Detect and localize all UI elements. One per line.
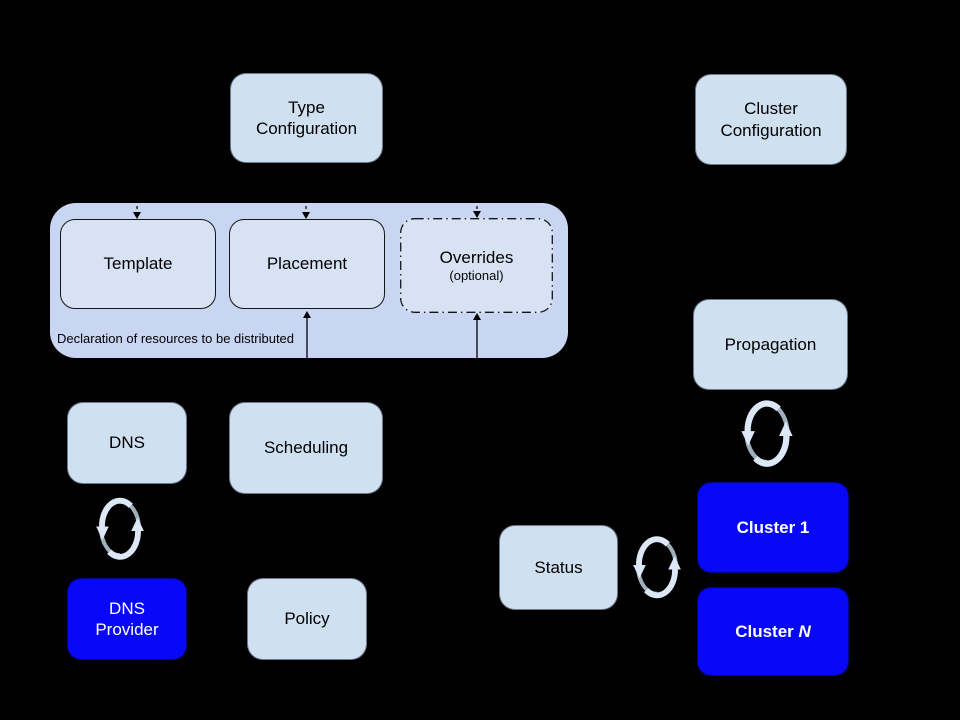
cluster-n-prefix: Cluster bbox=[735, 621, 794, 641]
node-dns: DNS bbox=[67, 402, 187, 484]
node-label: Type Configuration bbox=[255, 97, 358, 138]
node-label: Cluster 1 bbox=[736, 517, 810, 537]
node-propagation: Propagation bbox=[693, 299, 848, 390]
node-label: Propagation bbox=[724, 334, 817, 354]
node-label: Placement bbox=[266, 254, 348, 274]
node-type-configuration: Type Configuration bbox=[230, 73, 383, 163]
node-scheduling: Scheduling bbox=[229, 402, 383, 494]
node-dns-provider: DNS Provider bbox=[67, 578, 187, 660]
node-label: Scheduling bbox=[263, 438, 349, 458]
node-label: DNS bbox=[109, 433, 145, 453]
node-status: Status bbox=[499, 525, 618, 610]
node-label: Cluster Configuration bbox=[720, 99, 822, 140]
node-label: DNS Provider bbox=[95, 598, 159, 639]
container-caption: Declaration of resources to be distribut… bbox=[57, 331, 295, 346]
node-cluster-configuration: Cluster Configuration bbox=[695, 74, 847, 165]
node-placement: Placement bbox=[229, 219, 385, 309]
node-cluster-1: Cluster 1 bbox=[697, 482, 849, 573]
node-label: Status bbox=[534, 557, 583, 577]
node-overrides: Overrides (optional) bbox=[400, 218, 553, 313]
status-sync-icon bbox=[633, 536, 681, 599]
propagation-sync-icon bbox=[741, 400, 793, 467]
node-sublabel: (optional) bbox=[449, 268, 504, 284]
node-label: Overrides bbox=[439, 247, 514, 267]
node-label: Policy bbox=[284, 609, 330, 629]
node-label: Template bbox=[103, 254, 173, 274]
cluster-n-italic: N bbox=[798, 621, 811, 641]
node-template: Template bbox=[60, 219, 216, 309]
node-policy: Policy bbox=[247, 578, 367, 660]
dns-sync-icon bbox=[96, 497, 144, 560]
